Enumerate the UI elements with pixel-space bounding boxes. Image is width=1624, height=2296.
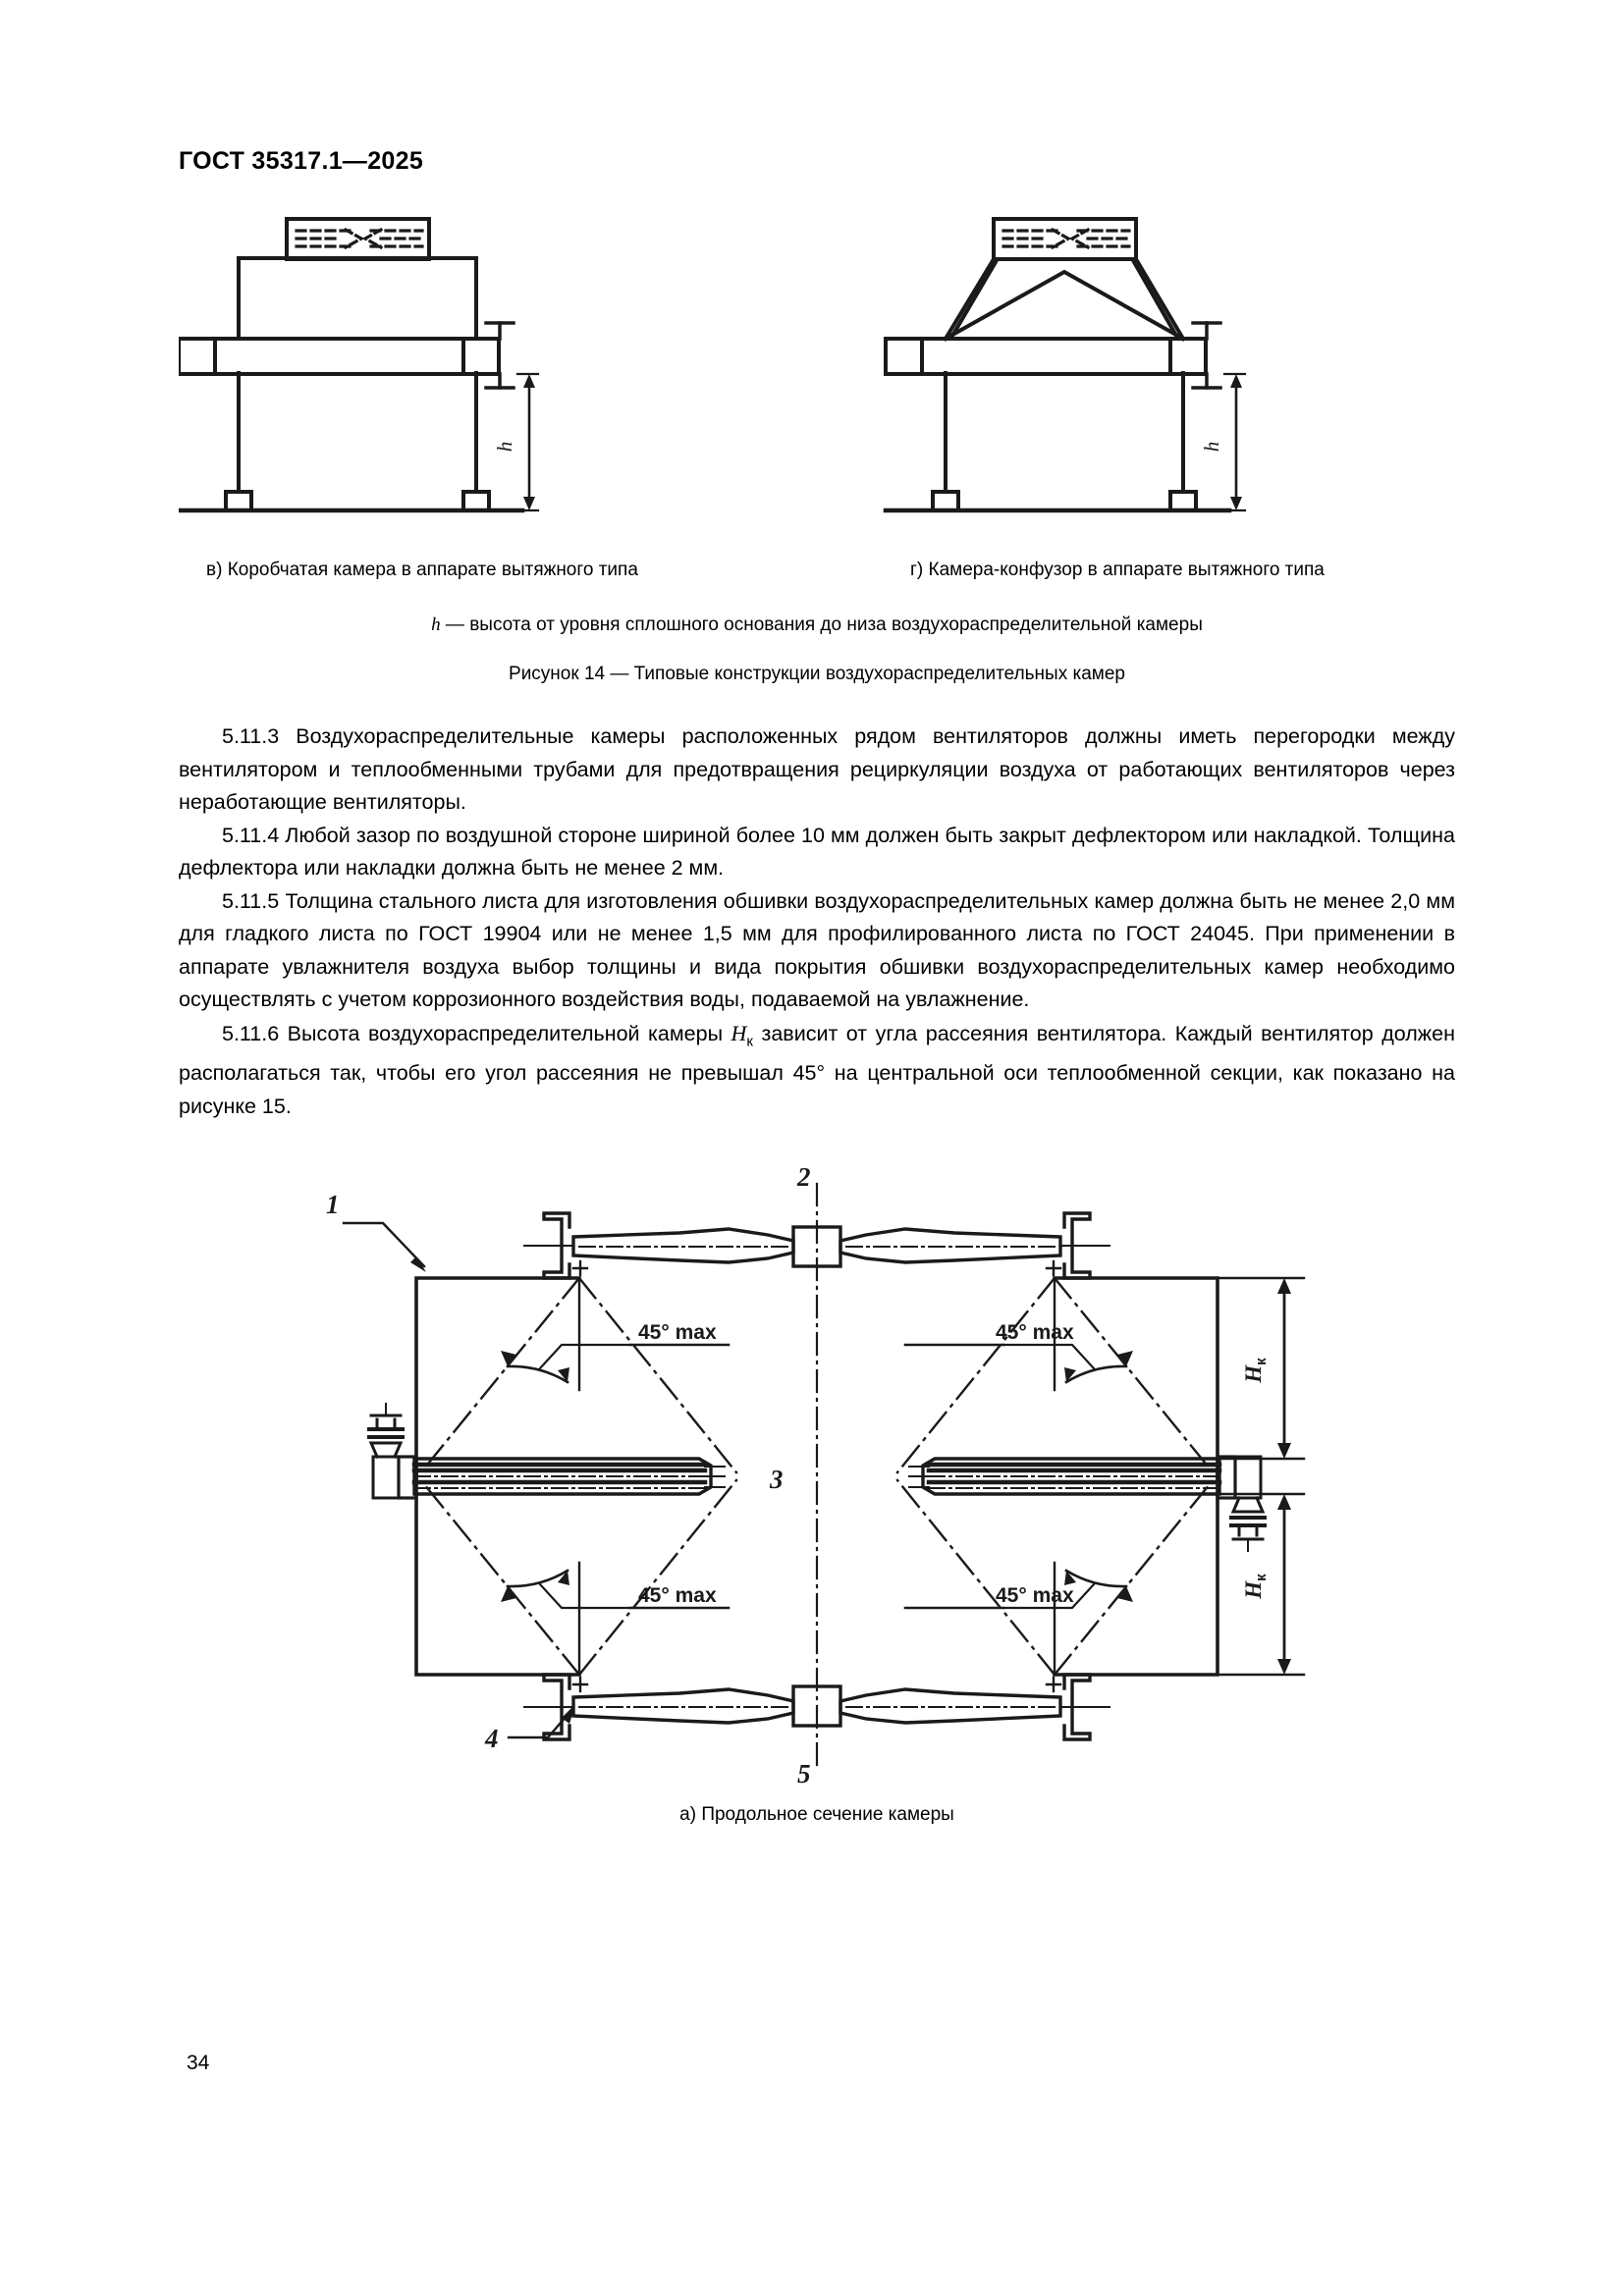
confusor-chamber-drawing	[883, 217, 1247, 513]
dispersion-rays	[422, 1276, 1212, 1678]
hk-lower-base: H	[1241, 1580, 1266, 1600]
page-content: h h в) Коробчатая камера в аппарате вытя…	[179, 201, 1455, 1825]
subcaption-box-chamber: в) Коробчатая камера в аппарате вытяжног…	[206, 560, 638, 580]
page-number: 34	[187, 2052, 210, 2074]
nozzle-right	[1229, 1455, 1267, 1553]
legend-symbol-h: h	[431, 614, 441, 635]
paragraph-5-11-6: 5.11.6 Высота воздухораспределительной к…	[179, 1017, 1455, 1124]
callout-3: 3	[769, 1465, 784, 1494]
hk-dimension-lines	[1216, 1277, 1306, 1677]
subcaption-confusor-chamber: г) Камера-конфузор в аппарате вытяжного …	[910, 560, 1325, 580]
callout-leaders	[342, 1222, 575, 1739]
figure-14: h h	[179, 201, 1455, 550]
figure-15-drawing: 2 5 1 3 4 45° max 45° max 45° max 45° ma…	[326, 1162, 1306, 1789]
top-fan-assembly	[523, 1211, 1110, 1281]
figure-14-drawings: h h	[179, 217, 1247, 513]
figure-14-legend: h — высота от уровня сплошного основания…	[179, 614, 1455, 636]
legend-text: — высота от уровня сплошного основания д…	[440, 614, 1203, 635]
chamber-outline	[414, 1276, 1219, 1678]
angle-label-upper-left: 45° max	[638, 1321, 717, 1344]
box-chamber-drawing	[179, 217, 540, 513]
svg-text:Hк: Hк	[1241, 1358, 1270, 1384]
angle-indicators	[501, 1277, 1133, 1677]
height-dim-label-left: h	[493, 442, 516, 453]
hk-label-upper: Hк	[1241, 1358, 1270, 1384]
callout-5: 5	[797, 1759, 811, 1789]
hk-upper-sub: к	[1253, 1358, 1270, 1365]
paragraph-5-11-6-part2: зависит от угла рассеяния вентилятора. К…	[179, 1021, 1455, 1118]
callout-1: 1	[326, 1190, 340, 1219]
tube-bundle-left	[397, 1455, 726, 1500]
svg-text:Hк: Hк	[1241, 1574, 1270, 1600]
nozzle-left	[367, 1403, 405, 1500]
figure-14-subcaptions: в) Коробчатая камера в аппарате вытяжног…	[179, 560, 1455, 593]
angle-label-lower-left: 45° max	[638, 1584, 717, 1607]
angle-label-upper-right: 45° max	[996, 1321, 1074, 1344]
figure-14-caption: Рисунок 14 — Типовые конструкции воздухо…	[509, 664, 1125, 684]
angle-label-lower-right: 45° max	[996, 1584, 1074, 1607]
figure-15: 2 5 1 3 4 45° max 45° max 45° max 45° ma…	[179, 1162, 1455, 1825]
page-header: ГОСТ 35317.1—2025	[179, 147, 424, 175]
paragraph-5-11-3: 5.11.3 Воздухораспределительные камеры р…	[179, 724, 1455, 814]
hk-label-lower: Hк	[1241, 1574, 1270, 1600]
tube-bundle-right	[908, 1455, 1237, 1500]
hk-lower-sub: к	[1253, 1574, 1270, 1581]
figure-15-caption: а) Продольное сечение камеры	[679, 1804, 954, 1826]
body-text: 5.11.3 Воздухораспределительные камеры р…	[179, 721, 1455, 1123]
symbol-hk-base: H	[731, 1020, 747, 1045]
height-dim-label-right: h	[1200, 442, 1223, 453]
symbol-hk: Hк	[731, 1020, 753, 1049]
hk-upper-base: H	[1241, 1364, 1266, 1384]
paragraph-5-11-5: 5.11.5 Толщина стального листа для изгот…	[179, 888, 1455, 1012]
paragraph-5-11-6-part1: 5.11.6 Высота воздухораспределительной к…	[222, 1021, 731, 1045]
callout-4: 4	[484, 1724, 499, 1753]
symbol-hk-subscript: к	[746, 1032, 753, 1049]
paragraph-5-11-4: 5.11.4 Любой зазор по воздушной стороне …	[179, 823, 1455, 881]
callout-2: 2	[796, 1162, 811, 1192]
